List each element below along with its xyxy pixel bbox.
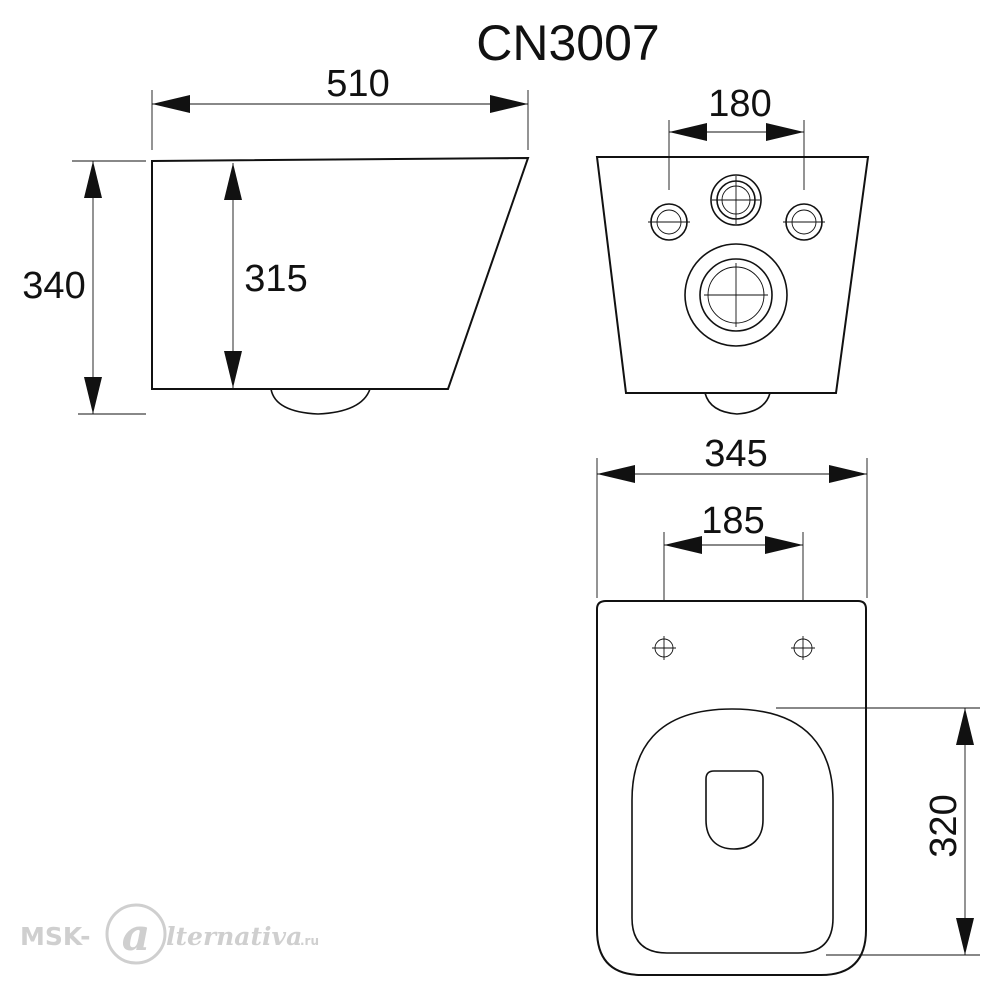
arrow-510-left [152, 95, 190, 113]
arrow-180-right [766, 123, 804, 141]
arrow-340-bottom [84, 377, 102, 414]
side-outlet [270, 388, 371, 415]
arrow-345-right [829, 465, 867, 483]
top-body-outline [596, 600, 867, 976]
arrow-185-right [765, 536, 803, 554]
watermark-brand: lternativa [166, 922, 302, 951]
watermark-logo-letter: a [122, 910, 151, 961]
watermark-prefix: MSK- [20, 922, 90, 951]
dim-label-320: 320 [923, 794, 965, 857]
arrow-315-bottom [224, 351, 242, 388]
dim-label-180: 180 [708, 83, 771, 125]
watermark-logo-ring [105, 903, 167, 965]
arrow-340-top [84, 161, 102, 198]
rear-outlet [704, 392, 771, 415]
side-view: 510 340 315 [22, 63, 530, 415]
rear-view: 180 [595, 83, 870, 415]
dim-label-510: 510 [326, 63, 389, 105]
inlet-outer [710, 174, 762, 226]
dim-label-345: 345 [704, 433, 767, 475]
watermark: MSK- a lternativa .ru [20, 903, 319, 965]
bowl-drain [705, 770, 764, 850]
outlet-ring-outer [684, 243, 788, 347]
top-view: 345 185 320 [596, 433, 980, 976]
dim-label-185: 185 [701, 500, 764, 542]
arrow-510-right [490, 95, 528, 113]
dim-label-315: 315 [244, 258, 307, 300]
outlet-ring-mid [699, 258, 773, 332]
model-title: CN3007 [476, 15, 659, 71]
arrow-320-top [956, 708, 974, 745]
arrow-345-left [597, 465, 635, 483]
arrow-185-left [664, 536, 702, 554]
arrow-320-bottom [956, 918, 974, 955]
watermark-suffix: .ru [300, 934, 319, 948]
seat-opening [631, 708, 834, 954]
dim-label-340: 340 [22, 265, 85, 307]
arrow-315-top [224, 163, 242, 200]
rear-body [595, 156, 870, 394]
arrow-180-left [669, 123, 707, 141]
side-body [151, 156, 530, 390]
